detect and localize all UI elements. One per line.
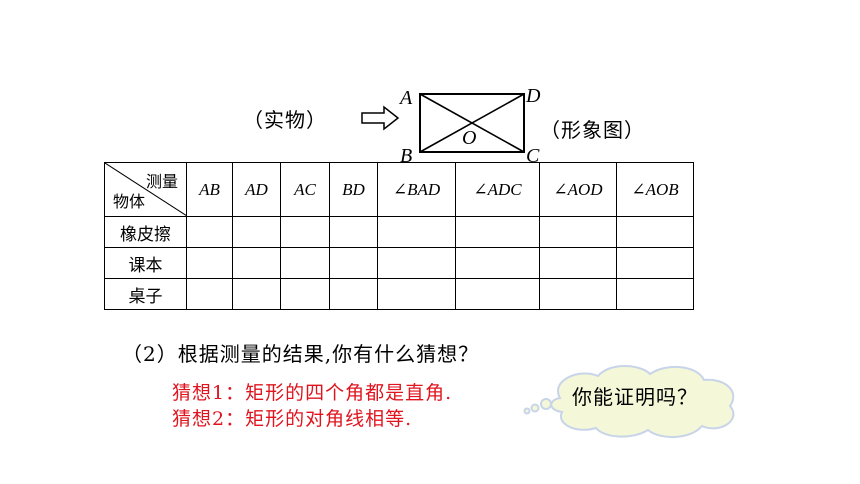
table-cell xyxy=(186,247,233,279)
vertex-d-label: D xyxy=(525,85,541,107)
thought-dot-small xyxy=(523,407,531,415)
column-header-ac: AC xyxy=(280,162,330,217)
row-header-eraser: 橡皮擦 xyxy=(104,216,187,248)
table-cell xyxy=(616,216,694,248)
table-cell xyxy=(280,247,330,279)
table-cell xyxy=(232,278,281,310)
row-header-textbook: 课本 xyxy=(104,247,187,279)
table-row: 桌子 xyxy=(104,278,694,310)
thought-bubble xyxy=(523,365,735,439)
table-cell xyxy=(280,216,330,248)
column-header-ab: AB xyxy=(186,162,233,217)
column-header-bd: BD xyxy=(329,162,378,217)
table-row: 课本 xyxy=(104,247,694,279)
vertex-b-label: B xyxy=(400,145,412,167)
center-o-label: O xyxy=(462,127,476,149)
table-cell xyxy=(455,278,540,310)
figure-image-label: （形象图） xyxy=(540,118,645,142)
table-cell xyxy=(329,247,378,279)
table-corner-cell: 测量 物体 xyxy=(104,162,187,217)
column-header-angle-adc: ∠ADC xyxy=(455,162,540,217)
column-header-angle-aod: ∠AOD xyxy=(539,162,617,217)
row-header-desk: 桌子 xyxy=(104,278,187,310)
table-cell xyxy=(377,278,456,310)
table-cell xyxy=(280,278,330,310)
vertex-a-label: A xyxy=(398,87,413,109)
vertex-c-label: C xyxy=(526,145,540,167)
column-header-ad: AD xyxy=(232,162,281,217)
table-cell xyxy=(232,247,281,279)
table-cell xyxy=(539,247,617,279)
table-cell xyxy=(377,247,456,279)
conjecture-1: 猜想1：矩形的四个角都是直角. xyxy=(172,382,453,404)
rectangle-figure: A B C D O xyxy=(398,85,541,167)
thought-dot-large xyxy=(540,398,552,410)
right-arrow-icon xyxy=(361,105,400,131)
column-header-angle-bad: ∠BAD xyxy=(377,162,456,217)
question-text: （2）根据测量的结果,你有什么猜想？ xyxy=(122,342,480,366)
table-cell xyxy=(329,216,378,248)
bubble-text: 你能证明吗？ xyxy=(572,385,698,409)
conjecture-2: 猜想2：矩形的对角线相等. xyxy=(172,408,413,430)
table-cell xyxy=(455,247,540,279)
table-cell xyxy=(616,278,694,310)
table-cell xyxy=(377,216,456,248)
real-object-label: （实物） xyxy=(243,108,327,132)
table-header-row: 测量 物体 AB AD AC BD ∠BAD ∠ADC ∠AOD ∠AOB xyxy=(104,162,694,217)
diagonal-bd xyxy=(419,93,525,153)
table-cell xyxy=(329,278,378,310)
table-cell xyxy=(616,247,694,279)
table-cell xyxy=(539,216,617,248)
corner-label-object: 物体 xyxy=(113,192,146,211)
measurement-table: 测量 物体 AB AD AC BD ∠BAD ∠ADC ∠AOD ∠AOB 橡皮… xyxy=(104,162,694,310)
column-header-angle-aob: ∠AOB xyxy=(616,162,694,217)
cloud-shape xyxy=(550,365,735,439)
table-cell xyxy=(186,216,233,248)
rectangle-outline xyxy=(419,93,525,153)
table-row: 橡皮擦 xyxy=(104,216,694,248)
thought-dot-medium xyxy=(530,403,540,413)
table-cell xyxy=(186,278,233,310)
table-cell xyxy=(232,216,281,248)
corner-diagonal-line xyxy=(105,163,187,216)
corner-label-measure: 测量 xyxy=(145,172,178,191)
table-cell xyxy=(539,278,617,310)
table-cell xyxy=(455,216,540,248)
